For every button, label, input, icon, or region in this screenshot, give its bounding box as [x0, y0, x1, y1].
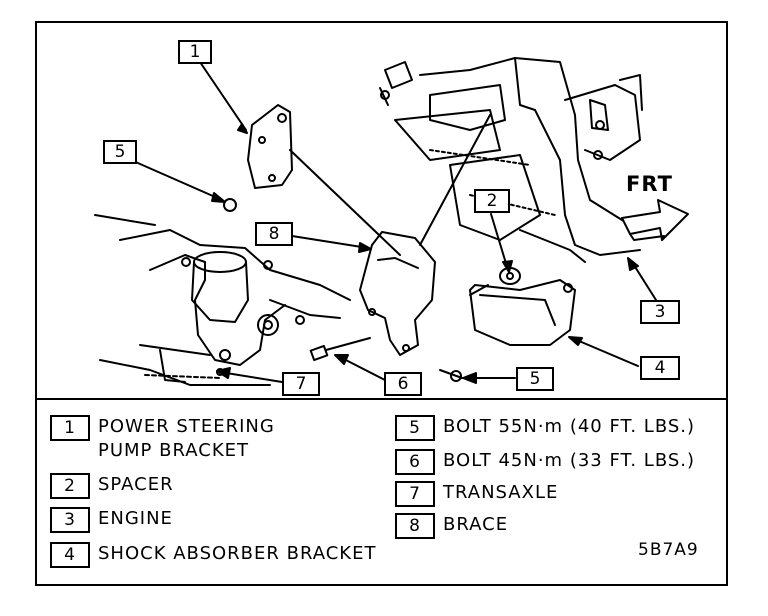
sensor-part — [379, 61, 413, 106]
alignment-line-2 — [419, 114, 491, 246]
legend-item-8: 8 BRACE — [395, 513, 508, 539]
callout-6: 6 — [384, 372, 422, 396]
callout-2: 2 — [474, 189, 510, 213]
callout-5-lower: 5 — [516, 367, 554, 391]
legend-number-5: 5 — [395, 415, 435, 441]
legend-divider — [35, 398, 728, 400]
transaxle-part — [94, 214, 351, 386]
shock-bracket-part — [469, 279, 576, 346]
callout-8: 8 — [255, 222, 293, 246]
legend-text-8: BRACE — [443, 514, 509, 535]
legend-text-5: BOLT 55N·m (40 FT. LBS.) — [443, 416, 696, 437]
callout-5-upper: 5 — [103, 140, 137, 164]
legend-item-7: 7 TRANSAXLE — [395, 481, 558, 507]
legend-number-1: 1 — [50, 415, 90, 441]
legend-item-2: 2 SPACER — [50, 473, 174, 499]
legend-number-4: 4 — [50, 542, 90, 568]
alignment-line — [289, 149, 401, 256]
callout-4: 4 — [640, 356, 680, 380]
front-direction-arrow — [621, 199, 689, 241]
bolt-5-upper-part — [223, 198, 237, 212]
legend-text-6: BOLT 45N·m (33 FT. LBS.) — [443, 450, 696, 471]
legend-item-3: 3 ENGINE — [50, 507, 173, 533]
legend-number-6: 6 — [395, 449, 435, 475]
legend-number-8: 8 — [395, 513, 435, 539]
legend-number-7: 7 — [395, 481, 435, 507]
front-label: FRT — [626, 172, 673, 196]
legend-text-4: SHOCK ABSORBER BRACKET — [98, 543, 377, 564]
legend-number-3: 3 — [50, 507, 90, 533]
pump-bracket-part — [247, 104, 293, 189]
legend-item-1: 1 POWER STEERING PUMP BRACKET — [50, 415, 275, 463]
legend-number-2: 2 — [50, 473, 90, 499]
callout-3: 3 — [640, 300, 680, 324]
legend-text-1: POWER STEERING PUMP BRACKET — [98, 416, 275, 461]
legend-item-4: 4 SHOCK ABSORBER BRACKET — [50, 542, 376, 568]
callout-7: 7 — [282, 372, 320, 396]
legend-item-5: 5 BOLT 55N·m (40 FT. LBS.) — [395, 415, 695, 441]
legend-text-3: ENGINE — [98, 508, 173, 529]
legend-text-2: SPACER — [98, 474, 174, 495]
brace-part — [359, 231, 436, 356]
callout-1: 1 — [178, 40, 212, 64]
diagram-frame — [35, 21, 728, 586]
leader-lines — [130, 61, 657, 384]
figure-code: 5B7A9 — [638, 540, 699, 560]
engine-outline — [394, 57, 643, 263]
legend-text-7: TRANSAXLE — [443, 482, 559, 503]
legend-item-6: 6 BOLT 45N·m (33 FT. LBS.) — [395, 449, 695, 475]
bolts-lower-part — [309, 337, 463, 382]
